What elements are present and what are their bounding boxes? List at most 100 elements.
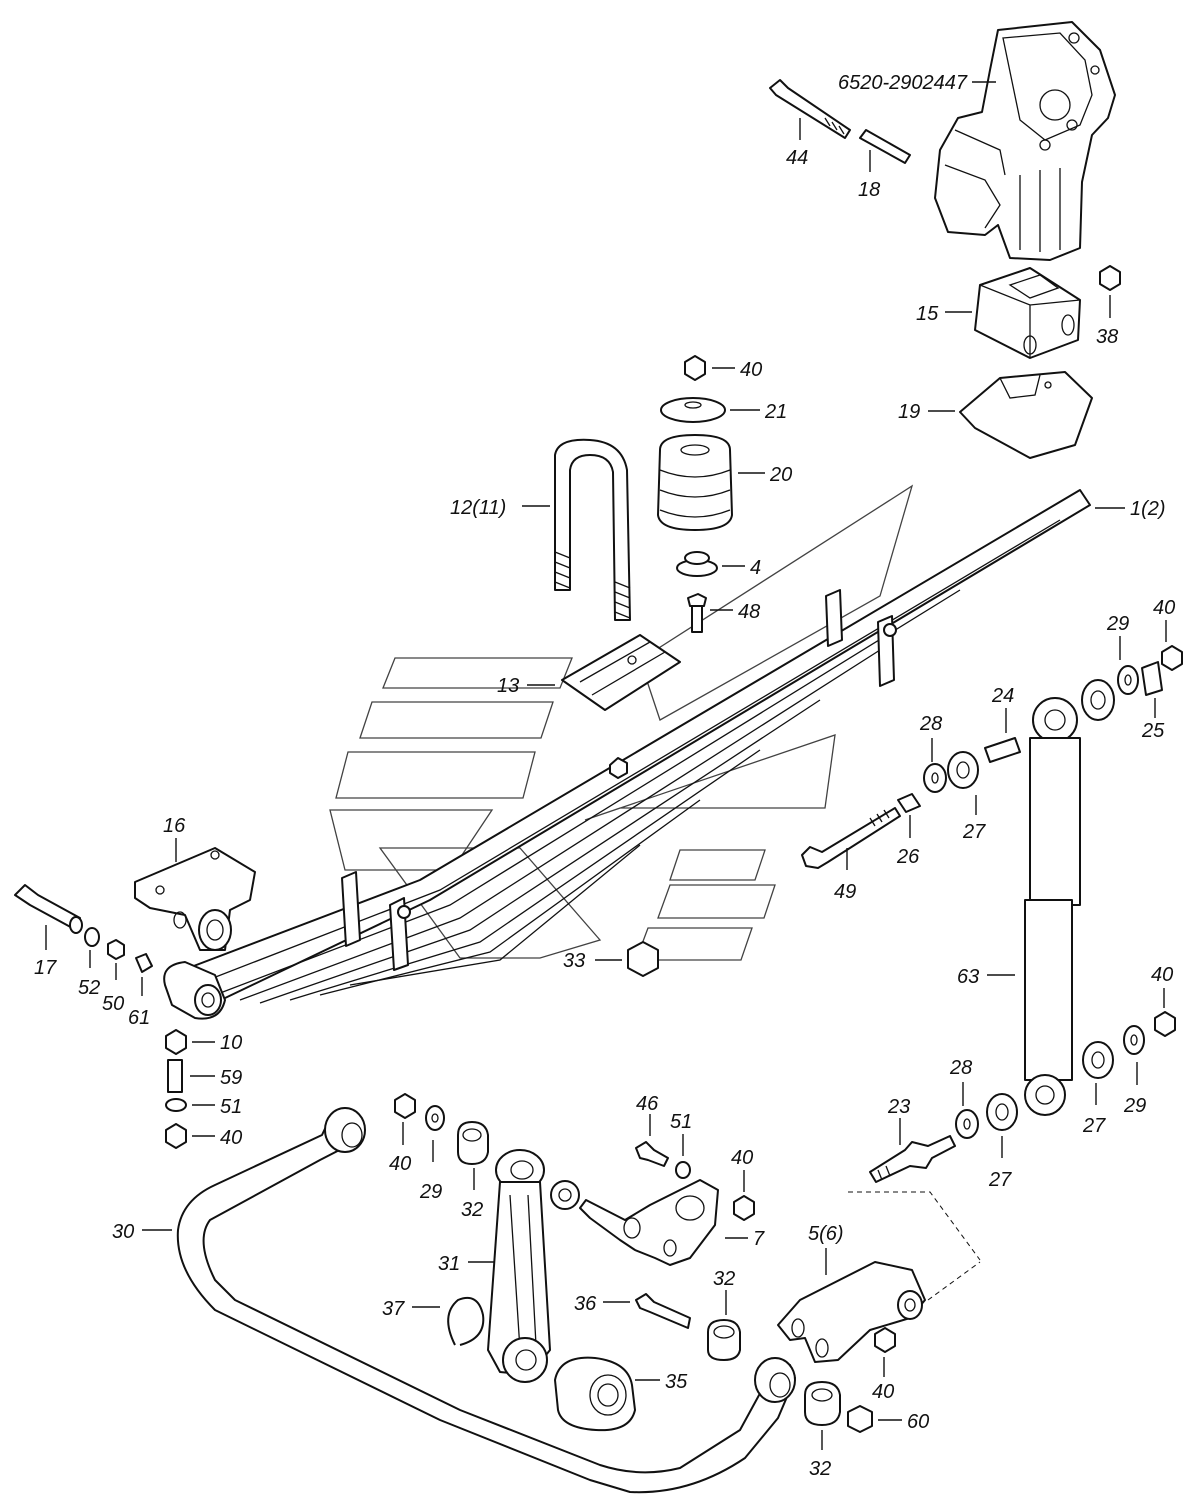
label-27b: 27 bbox=[988, 1169, 1012, 1191]
label-21: 21 bbox=[764, 401, 787, 423]
nut-33 bbox=[627, 941, 659, 977]
label-63: 63 bbox=[957, 966, 979, 988]
label-25: 25 bbox=[1141, 720, 1165, 742]
label-28b: 28 bbox=[949, 1057, 972, 1079]
label-5-6: 5(6) bbox=[808, 1223, 844, 1245]
rubber-bushing-27-lower bbox=[986, 1093, 1018, 1131]
washer-28-upper bbox=[923, 763, 947, 793]
label-32b: 32 bbox=[713, 1268, 735, 1290]
nut-40-lower-right bbox=[1154, 1011, 1176, 1037]
pad-13 bbox=[561, 634, 681, 711]
nut-10 bbox=[165, 1029, 187, 1055]
label-29b: 29 bbox=[419, 1181, 442, 1203]
washer-29-top bbox=[1117, 665, 1139, 695]
bolt-36 bbox=[635, 1293, 691, 1329]
label-18: 18 bbox=[858, 179, 880, 201]
label-52: 52 bbox=[78, 977, 100, 999]
label-13: 13 bbox=[497, 675, 519, 697]
label-50: 50 bbox=[102, 993, 124, 1015]
label-40b: 40 bbox=[1153, 597, 1175, 619]
sleeve-18 bbox=[859, 129, 911, 164]
label-40g: 40 bbox=[872, 1381, 894, 1403]
nut-40-bar bbox=[394, 1093, 416, 1119]
label-51b: 51 bbox=[670, 1111, 692, 1133]
rubber-bushing-27-lower-right bbox=[1082, 1041, 1114, 1079]
label-33: 33 bbox=[563, 950, 585, 972]
label-4: 4 bbox=[750, 557, 761, 579]
rubber-bushing-upper-right bbox=[1081, 679, 1115, 721]
label-23: 23 bbox=[887, 1096, 910, 1118]
nut-40-upper-right bbox=[1161, 645, 1183, 671]
center-bolt-48 bbox=[687, 593, 707, 633]
washer-51-upper bbox=[675, 1161, 691, 1179]
bracket-6520-2902447 bbox=[934, 21, 1116, 261]
label-15: 15 bbox=[916, 303, 939, 325]
label-27a: 27 bbox=[962, 821, 986, 843]
nut-40-left bbox=[165, 1123, 187, 1149]
label-10: 10 bbox=[220, 1032, 242, 1054]
part-6520-label: 6520-2902447 bbox=[838, 72, 968, 94]
label-30: 30 bbox=[112, 1221, 134, 1243]
bushing-32-bottom bbox=[804, 1381, 841, 1426]
label-20: 20 bbox=[769, 464, 792, 486]
stud-59 bbox=[167, 1059, 183, 1093]
bushing-link-upper bbox=[550, 1180, 580, 1210]
label-29c: 29 bbox=[1123, 1095, 1146, 1117]
label-28a: 28 bbox=[919, 713, 942, 735]
bump-stop-20 bbox=[657, 434, 733, 531]
spring-cap-19 bbox=[959, 371, 1093, 459]
label-16: 16 bbox=[163, 815, 186, 837]
label-35: 35 bbox=[665, 1371, 688, 1393]
label-32a: 32 bbox=[461, 1199, 483, 1221]
washer-29-bar bbox=[425, 1105, 445, 1131]
label-48: 48 bbox=[738, 601, 760, 623]
bushing-25 bbox=[1141, 661, 1163, 696]
nut-40-bracket-7 bbox=[733, 1195, 755, 1221]
label-37: 37 bbox=[382, 1298, 405, 1320]
long-bolt-44 bbox=[769, 79, 851, 139]
washer-52 bbox=[84, 927, 100, 947]
bracket-7 bbox=[579, 1179, 719, 1266]
label-59: 59 bbox=[220, 1067, 242, 1089]
label-7: 7 bbox=[753, 1228, 765, 1250]
label-44: 44 bbox=[786, 147, 808, 169]
bolt-46 bbox=[635, 1141, 669, 1167]
bushing-32-mid bbox=[707, 1319, 741, 1361]
label-51a: 51 bbox=[220, 1096, 242, 1118]
washer-21 bbox=[660, 397, 726, 423]
nut-50 bbox=[107, 939, 125, 960]
label-36: 36 bbox=[574, 1293, 597, 1315]
shock-absorber-63 bbox=[1024, 697, 1081, 1116]
label-17: 17 bbox=[34, 957, 57, 979]
label-27c: 27 bbox=[1082, 1115, 1106, 1137]
u-bolt-12 bbox=[554, 438, 631, 621]
stabilizer-bar-30 bbox=[176, 1107, 796, 1494]
washer-29-lower-right bbox=[1123, 1025, 1145, 1055]
assembly-dashed-line-2 bbox=[927, 1261, 981, 1301]
label-46: 46 bbox=[636, 1093, 659, 1115]
bushing-26 bbox=[897, 793, 921, 813]
grease-fitting-61 bbox=[135, 953, 153, 973]
snap-ring-37 bbox=[447, 1296, 485, 1346]
bracket-5-6 bbox=[777, 1261, 926, 1363]
label-40f: 40 bbox=[731, 1147, 753, 1169]
assembly-dashed-line bbox=[848, 1191, 981, 1261]
nut-40-top bbox=[684, 355, 706, 381]
label-19: 19 bbox=[898, 401, 920, 423]
label-26: 26 bbox=[896, 846, 920, 868]
leaf-spring-1 bbox=[163, 489, 1091, 1020]
rubber-bushing-27-upper bbox=[947, 751, 979, 789]
pin-17 bbox=[14, 884, 83, 934]
label-40c: 40 bbox=[1151, 964, 1173, 986]
label-60: 60 bbox=[907, 1411, 929, 1433]
label-12-11: 12(11) bbox=[450, 497, 506, 519]
cushion-15 bbox=[974, 267, 1081, 359]
label-49: 49 bbox=[834, 881, 856, 903]
bushing-35 bbox=[554, 1356, 636, 1432]
sleeve-24 bbox=[984, 737, 1021, 763]
label-38: 38 bbox=[1096, 326, 1118, 348]
label-1-2: 1(2) bbox=[1130, 498, 1166, 520]
spacer-4 bbox=[676, 551, 718, 577]
washer-51-left bbox=[165, 1098, 187, 1112]
